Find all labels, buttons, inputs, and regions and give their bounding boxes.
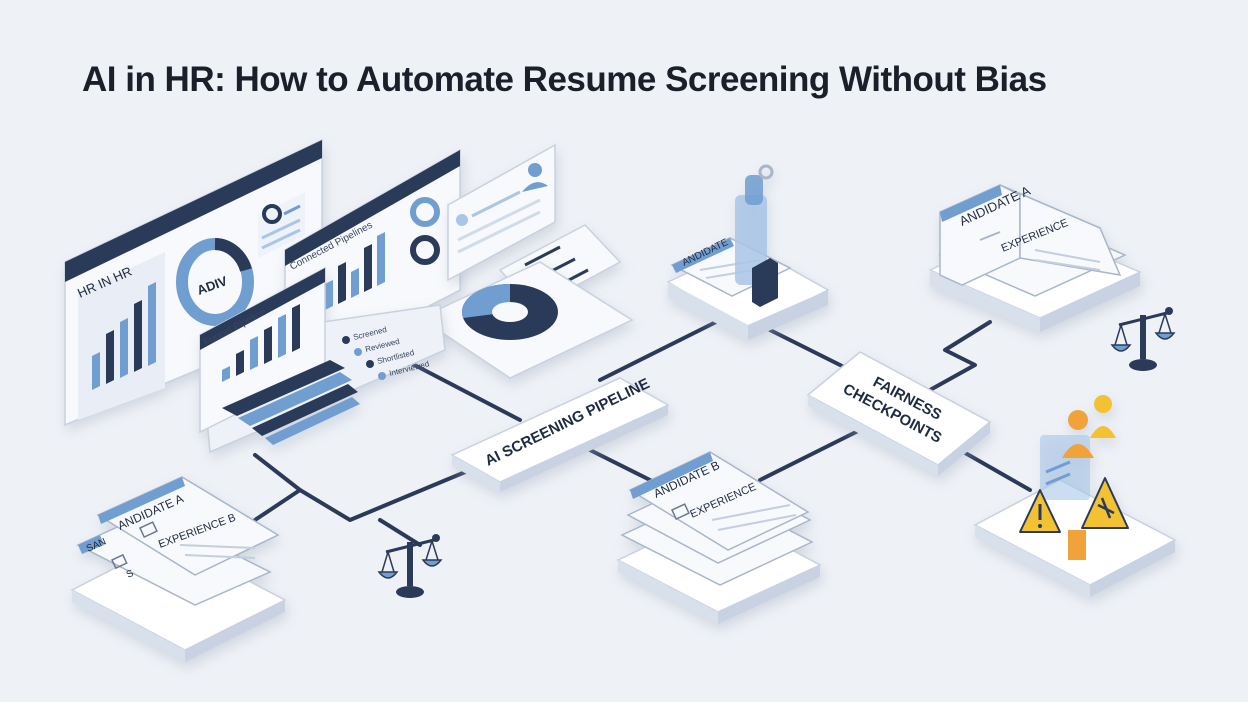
connector-lines bbox=[253, 318, 1032, 547]
connector-fairness-bottom bbox=[758, 428, 862, 482]
fairness-checkpoints-box bbox=[806, 351, 992, 476]
connector-topright bbox=[928, 320, 992, 392]
connector-resume-left bbox=[253, 488, 302, 522]
main-dashboard bbox=[64, 138, 323, 427]
page-title: AI in HR: How to Automate Resume Screeni… bbox=[82, 60, 1047, 99]
donut-chart-plate bbox=[418, 261, 634, 379]
people-icon bbox=[1040, 395, 1116, 560]
connector-scales-left bbox=[378, 518, 422, 547]
top-center-platform bbox=[666, 164, 830, 340]
bar-chart-icon bbox=[735, 164, 778, 307]
warning-icon bbox=[1081, 477, 1129, 529]
profile-card bbox=[447, 143, 556, 282]
connector-top bbox=[598, 318, 722, 382]
connector-dashboard bbox=[403, 358, 522, 422]
warning-icon bbox=[1019, 489, 1061, 533]
scales-icon bbox=[377, 534, 443, 598]
top-right-resume-stack bbox=[928, 184, 1142, 332]
bias-alert-platform bbox=[973, 395, 1177, 597]
connector-warning bbox=[958, 448, 1032, 492]
ai-screening-pipeline-box bbox=[450, 377, 670, 492]
donut-chart-icon bbox=[461, 283, 558, 340]
connector-fairness-top bbox=[768, 328, 852, 372]
left-resume-line4: S bbox=[125, 568, 136, 581]
left-resume-stack bbox=[70, 476, 287, 662]
user-icon bbox=[522, 163, 548, 192]
center-resume-stack bbox=[616, 451, 822, 624]
scales-icon bbox=[1110, 307, 1176, 371]
front-dashboard bbox=[199, 266, 446, 454]
connector-left bbox=[253, 453, 472, 522]
